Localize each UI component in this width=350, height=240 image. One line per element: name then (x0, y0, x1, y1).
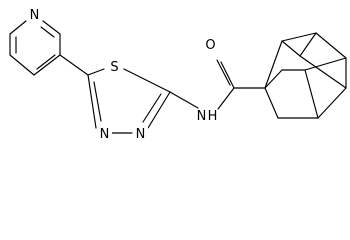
bond (142, 93, 162, 123)
bond (264, 87, 279, 119)
bond (315, 32, 347, 59)
bond (299, 55, 347, 89)
bond (36, 54, 56, 70)
bond (304, 57, 347, 71)
bond (9, 54, 35, 76)
amide-h-label: H (208, 109, 218, 124)
bond (317, 87, 347, 119)
bond (299, 32, 317, 57)
bond (304, 69, 319, 119)
bond (87, 68, 105, 76)
bond (9, 20, 27, 35)
thiadiazole-s-label: S (110, 60, 118, 75)
thiadiazole-ring (87, 68, 171, 134)
bond (217, 87, 235, 110)
structure-diagram: N S N N N H O (9, 8, 347, 142)
thiadiazole-n-right-label: N (136, 127, 146, 142)
bond (216, 59, 231, 86)
adamantane-cage (264, 32, 347, 119)
carbonyl-o-label: O (205, 38, 215, 53)
pyridine-ring (9, 20, 61, 76)
bond (281, 32, 317, 42)
bond (59, 54, 89, 76)
bond (281, 40, 301, 57)
bond (93, 81, 102, 122)
amide-n-label: N (197, 109, 207, 124)
bond (40, 26, 55, 38)
bond (169, 91, 199, 109)
molecule-svg: N S N N N H O (9, 8, 347, 142)
bond (264, 40, 283, 89)
bond (220, 61, 235, 89)
bond (147, 91, 171, 129)
bond (123, 68, 171, 93)
bond (264, 69, 283, 89)
thiadiazole-n-left-label: N (100, 127, 110, 142)
bond (42, 20, 61, 35)
bond (87, 74, 97, 129)
pyridine-n-label: N (30, 8, 40, 23)
atom-labels: N S N N N H O (27, 8, 218, 142)
bond (33, 54, 61, 76)
